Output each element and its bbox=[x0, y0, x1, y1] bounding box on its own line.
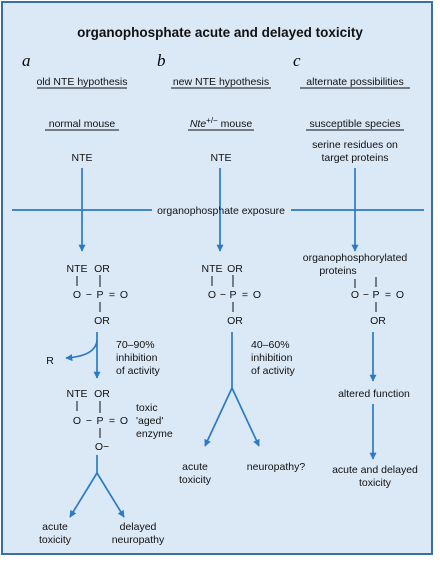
leaving-group-r: R bbox=[46, 355, 54, 367]
column-b-fork-right-arrow bbox=[231, 387, 260, 447]
or-label: OR bbox=[94, 388, 110, 400]
double-bond: = bbox=[242, 289, 248, 301]
column-c-adduct-line1: organophosphorylated bbox=[303, 252, 408, 264]
column-b-inhibition-line2: inhibition bbox=[251, 352, 293, 364]
nte-label: NTE bbox=[67, 263, 88, 275]
column-a-outcome-right-line2: neuropathy bbox=[112, 534, 165, 546]
column-b-fork-left-arrow bbox=[204, 387, 233, 447]
column-a-aged-nte: NTE OR O − P = O O− bbox=[67, 388, 129, 453]
nte-genotype-superscript: +/− bbox=[206, 116, 218, 125]
bond-dash: − bbox=[86, 415, 92, 427]
column-c-adduct-line2: proteins bbox=[319, 265, 356, 277]
phosphorus-label: P bbox=[372, 289, 379, 301]
column-c-letter: c bbox=[293, 51, 301, 70]
oxygen-label: O bbox=[73, 415, 81, 427]
or-label: OR bbox=[227, 263, 243, 275]
nte-label: NTE bbox=[202, 263, 223, 275]
nte-gene-name: Nte bbox=[190, 118, 207, 130]
oxygen-label: O bbox=[120, 415, 128, 427]
column-c-phosphorylated-protein: O − P = O OR bbox=[351, 277, 404, 327]
or-label: OR bbox=[227, 315, 243, 327]
column-c-outcome-line1: acute and delayed bbox=[332, 464, 418, 476]
column-a-letter: a bbox=[22, 51, 31, 70]
column-c-model: susceptible species bbox=[309, 118, 400, 130]
oxygen-label: O bbox=[351, 289, 359, 301]
column-c-outcome-line2: toxicity bbox=[359, 477, 392, 489]
double-bond: = bbox=[385, 289, 391, 301]
mouse-label: mouse bbox=[218, 118, 253, 130]
bond-dash: − bbox=[363, 289, 369, 301]
column-a-target: NTE bbox=[72, 152, 93, 164]
aged-enzyme-line1: toxic bbox=[136, 402, 158, 414]
phosphorus-label: P bbox=[96, 415, 103, 427]
oxygen-label: O bbox=[208, 289, 216, 301]
column-c-altered-function: altered function bbox=[338, 388, 410, 400]
phosphorus-label: P bbox=[229, 289, 236, 301]
exposure-label: organophosphate exposure bbox=[157, 205, 285, 217]
column-b-target: NTE bbox=[211, 152, 232, 164]
column-b-hypothesis: new NTE hypothesis bbox=[173, 76, 269, 88]
column-a-inhibition-line3: of activity bbox=[116, 365, 161, 377]
oxide-anion-label: O− bbox=[95, 441, 109, 453]
column-a-model: normal mouse bbox=[49, 118, 116, 130]
figure-panel bbox=[1, 1, 433, 555]
column-b-letter: b bbox=[157, 51, 166, 70]
column-b-outcome-right: neuropathy? bbox=[247, 461, 306, 473]
column-b-phosphorylated-nte: NTE OR O − P = O OR bbox=[202, 263, 262, 327]
column-c-target-line1: serine residues on bbox=[312, 139, 398, 151]
double-bond: = bbox=[109, 289, 115, 301]
column-a-inhibition-line2: inhibition bbox=[116, 352, 158, 364]
bond-dash: − bbox=[220, 289, 226, 301]
oxygen-label: O bbox=[396, 289, 404, 301]
oxygen-label: O bbox=[120, 289, 128, 301]
bond-dash: − bbox=[86, 289, 92, 301]
column-b-model: Nte+/− mouse bbox=[190, 116, 253, 130]
oxygen-label: O bbox=[73, 289, 81, 301]
phosphorus-label: P bbox=[96, 289, 103, 301]
column-a-outcome-left-line2: toxicity bbox=[39, 534, 72, 546]
oxygen-label: O bbox=[253, 289, 261, 301]
column-c-hypothesis: alternate possibilities bbox=[306, 76, 403, 88]
column-a-outcome-left-line1: acute bbox=[42, 521, 68, 533]
column-b-outcome-left-line2: toxicity bbox=[179, 474, 212, 486]
column-b-outcome-left-line1: acute bbox=[182, 461, 208, 473]
nte-label: NTE bbox=[67, 388, 88, 400]
column-a-fork-right-arrow bbox=[96, 472, 125, 518]
column-a-inhibition-line1: 70–90% bbox=[116, 339, 155, 351]
or-label: OR bbox=[94, 315, 110, 327]
column-a-outcome-right-line1: delayed bbox=[120, 521, 157, 533]
or-label: OR bbox=[94, 263, 110, 275]
or-label: OR bbox=[370, 315, 386, 327]
aged-enzyme-line3: enzyme bbox=[136, 428, 173, 440]
double-bond: = bbox=[109, 415, 115, 427]
column-a-phosphorylated-nte: NTE OR O − P = O OR bbox=[67, 263, 129, 327]
aged-enzyme-line2: 'aged' bbox=[136, 415, 163, 427]
column-b-inhibition-line1: 40–60% bbox=[251, 339, 290, 351]
column-a-hypothesis: old NTE hypothesis bbox=[36, 76, 127, 88]
column-b-inhibition-line3: of activity bbox=[251, 365, 296, 377]
column-a-leaving-arrow bbox=[65, 339, 98, 362]
column-a-fork-left-arrow bbox=[69, 472, 98, 518]
column-c-target-line2: target proteins bbox=[321, 152, 388, 164]
figure-title: organophosphate acute and delayed toxici… bbox=[77, 25, 363, 40]
